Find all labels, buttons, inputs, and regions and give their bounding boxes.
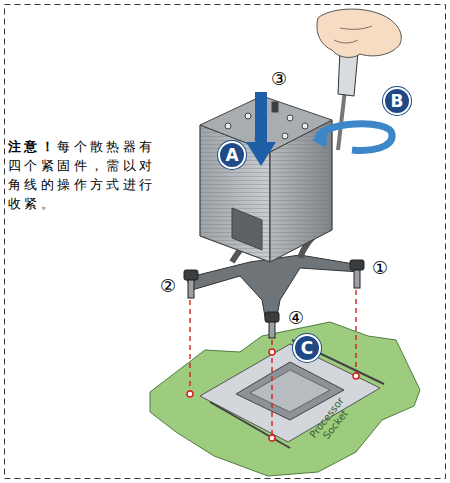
note-box: 注意！每个散热器有四个紧固件，需以对角线的操作方式进行收紧。 [8, 137, 168, 213]
callout-letter: C [301, 340, 313, 357]
callout-number: ① [372, 259, 388, 277]
screws [184, 260, 364, 338]
socket-die [250, 370, 330, 412]
callout-number: ③ [271, 70, 287, 88]
hand-detail [334, 26, 372, 43]
callout-circle: B [383, 87, 411, 115]
hand [317, 9, 401, 57]
push-arrow [246, 92, 276, 166]
socket-lever [292, 340, 384, 384]
callout-letter: A [225, 147, 238, 164]
socket-lever [210, 402, 290, 448]
callout-letter: B [391, 93, 404, 110]
socket-frame [200, 344, 380, 442]
callout-circle: A [218, 141, 246, 169]
dashed-frame [5, 5, 446, 479]
callout-number: ② [160, 277, 176, 295]
callout-circle: C [293, 334, 321, 362]
screwdriver [338, 50, 358, 150]
rotate-arrow [312, 124, 392, 151]
note-heading: 注意！ [8, 139, 57, 154]
callout-number: ④ [288, 309, 304, 327]
